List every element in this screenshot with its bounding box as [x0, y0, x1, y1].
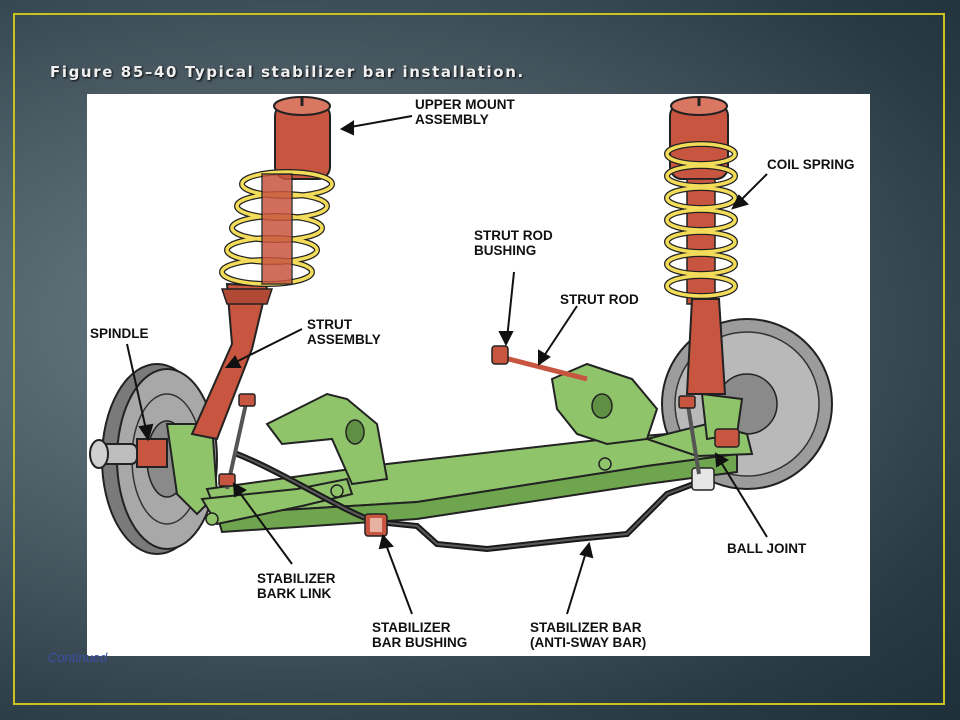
suspension-illustration [89, 96, 833, 615]
spindle [89, 438, 168, 469]
label-stabilizer-link-text: STABILIZER BARK LINK [257, 571, 336, 601]
label-stabilizer-bar-text: STABILIZER BAR (ANTI-SWAY BAR) [530, 620, 647, 650]
continued-note: Continued [48, 650, 108, 665]
stabilizer-bushing-right [691, 467, 715, 491]
label-ball-joint: BALL JOINT [727, 541, 807, 556]
left-strut [190, 96, 335, 441]
label-strut-rod-bushing-text: STRUT ROD BUSHING [474, 228, 553, 258]
label-coil-spring: COIL SPRING [767, 157, 855, 172]
strut-rod [491, 345, 588, 382]
label-strut-rod-bushing: STRUT ROD BUSHING [474, 228, 553, 258]
stabilizer-link-left [218, 393, 256, 490]
slide-frame [13, 13, 945, 705]
stabilizer-link-right [678, 395, 701, 475]
right-strut [664, 96, 744, 448]
label-stabilizer-bar-bushing: STABILIZER BAR BUSHING [372, 620, 467, 650]
label-stabilizer-bar-bushing-text: STABILIZER BAR BUSHING [372, 620, 468, 650]
callout-arrows [126, 115, 768, 615]
stabilizer-bushing-left [364, 513, 388, 537]
label-upper-mount-assembly: UPPER MOUNT ASSEMBLY [415, 97, 515, 127]
label-strut-rod: STRUT ROD [560, 292, 639, 307]
label-spindle: SPINDLE [90, 326, 149, 341]
label-upper-mount-text: UPPER MOUNT ASSEMBLY [415, 97, 515, 127]
stabilizer-bar-figure: UPPER MOUNT ASSEMBLY COIL SPRING STRUT R… [87, 94, 870, 656]
label-stabilizer-bar: STABILIZER BAR (ANTI-SWAY BAR) [530, 620, 646, 650]
label-strut-assembly: STRUT ASSEMBLY [307, 317, 381, 347]
slide-title: Figure 85–40 Typical stabilizer bar inst… [50, 63, 525, 81]
label-strut-assembly-text: STRUT ASSEMBLY [307, 317, 381, 347]
label-stabilizer-link: STABILIZER BARK LINK [257, 571, 336, 601]
